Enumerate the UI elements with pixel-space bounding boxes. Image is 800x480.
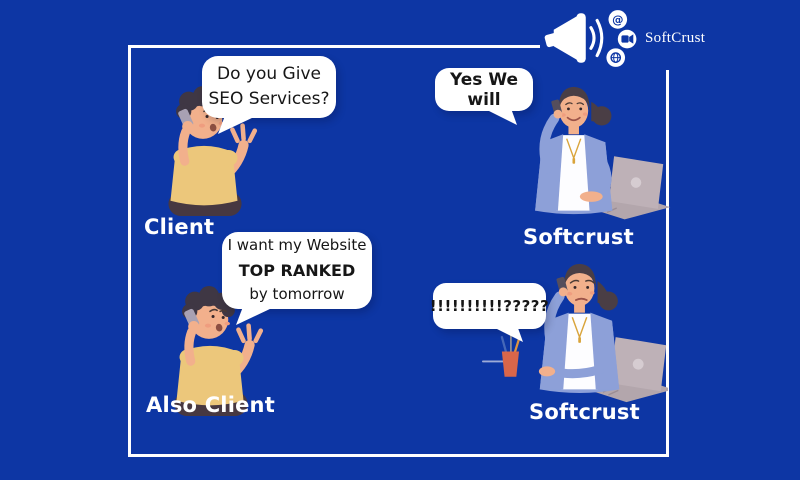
pencil-cup-icon [500, 332, 521, 377]
bubble-line: Yes We will [450, 69, 518, 110]
bubble-line-emphasis: TOP RANKED [238, 260, 356, 280]
bubble-line: !!!!!!!!!!????? [429, 297, 550, 315]
megaphone-icon: @ [544, 10, 637, 67]
laptop-icon [586, 156, 671, 220]
label-also-client: Also Client [146, 393, 275, 417]
video-camera-icon [617, 29, 637, 49]
label-softcrust-top: Softcrust [523, 225, 634, 249]
also-client-illustration [174, 286, 264, 416]
bubble-line: Do you Give [217, 63, 321, 84]
label-softcrust-bottom: Softcrust [529, 400, 640, 424]
brand-name: SoftCrust [645, 29, 706, 46]
speech-bubble-client-question: Do you Give SEO Services? [202, 56, 336, 134]
label-client: Client [144, 215, 215, 239]
speech-bubble-softcrust-shock: !!!!!!!!!!????? [429, 283, 550, 342]
globe-icon [606, 48, 626, 67]
border-frame [128, 45, 669, 457]
bubble-line: by tomorrow [249, 285, 345, 304]
softcrust-agent-illustration [535, 86, 671, 220]
softcrust-agent-worried-illustration [482, 263, 668, 403]
speech-bubble-softcrust-answer: Yes We will [435, 68, 533, 125]
speech-bubble-client-demand: I want my Website TOP RANKED by tomorrow [222, 232, 372, 325]
at-icon: @ [608, 10, 628, 29]
bubble-line: SEO Services? [208, 89, 330, 109]
brand-logo: @ SoftCrust [540, 6, 709, 70]
bubble-line: I want my Website [227, 236, 367, 255]
svg-text:@: @ [612, 13, 623, 27]
